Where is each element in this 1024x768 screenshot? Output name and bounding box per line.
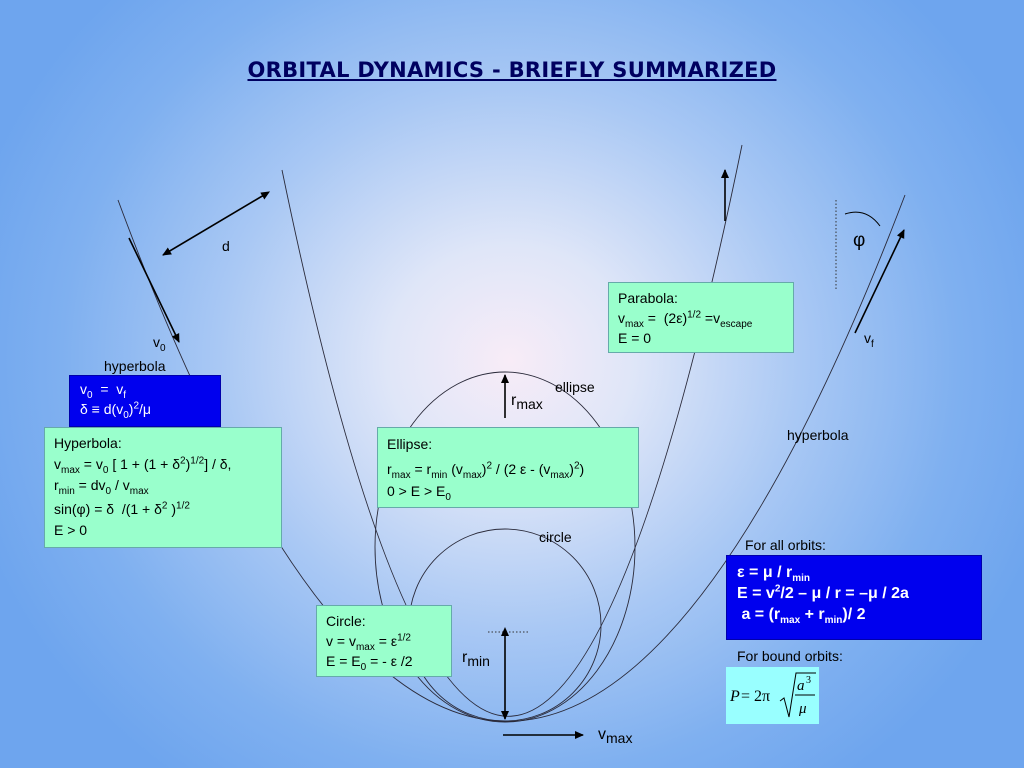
hyperbola-left-label: hyperbola (104, 358, 166, 374)
sqrt-sign (779, 672, 816, 718)
ellipse-curve (374, 371, 636, 723)
vmax-label: vmax (598, 726, 633, 747)
all-orbits-epsilon-line: ε = μ / rmin (737, 564, 810, 585)
ellipse-label: ellipse (555, 379, 595, 395)
period-symbol: P (729, 688, 740, 705)
ellipse-box: Ellipse: rmax = rmin (vmax)2 / (2 ε - (v… (377, 427, 639, 508)
hyperbola-sin-line: sin(φ) = δ /(1 + δ2 )1/2 (54, 500, 190, 517)
slide-title: ORBITAL DYNAMICS - BRIEFLY SUMMARIZED (247, 58, 777, 82)
all-orbits-semimajor-line: a = (rmax + rmin)/ 2 (737, 606, 866, 627)
parabola-energy-line: E = 0 (618, 330, 652, 346)
v0-arrow (128, 237, 180, 343)
period-numerator-exponent: 3 (806, 675, 811, 686)
hyperbola-vmax-line: vmax = v0 [ 1 + (1 + δ2)1/2] / δ, (54, 455, 232, 476)
parabola-vmax-line: vmax = (2ε)1/2 =vescape (618, 309, 753, 330)
ellipse-heading: Ellipse: (387, 436, 433, 452)
hyperbola-energy-line: E > 0 (54, 522, 88, 538)
circle-box: Circle: v = vmax = ε1/2 E = E0 = - ε /2 (316, 605, 452, 677)
parabola-box: Parabola: vmax = (2ε)1/2 =vescape E = 0 (608, 282, 794, 353)
hyperbola-rmin-line: rmin = dv0 / vmax (54, 477, 149, 497)
parabola-heading: Parabola: (618, 290, 678, 306)
hyperbola-box: Hyperbola: vmax = v0 [ 1 + (1 + δ2)1/2] … (44, 427, 282, 548)
circle-heading: Circle: (326, 613, 366, 629)
for-all-orbits-label: For all orbits: (745, 537, 826, 553)
for-bound-orbits-label: For bound orbits: (737, 648, 843, 664)
hyperbola-right-label: hyperbola (787, 427, 849, 443)
all-orbits-energy-line: E = v2/2 – μ / r = –μ / 2a (737, 583, 909, 602)
v0-vf-line2: δ ≡ d(v0)2/μ (80, 400, 151, 421)
period-formula-box: P = 2π a 3 μ (726, 667, 819, 724)
period-equals: = 2π (741, 688, 770, 705)
period-formula: P = 2π a 3 μ (729, 672, 816, 718)
v0-vf-line1: v0 = vf (80, 381, 127, 401)
ellipse-energy-line: 0 > E > E0 (387, 483, 451, 503)
period-numerator: a (797, 678, 805, 694)
circle-label: circle (539, 529, 572, 545)
ellipse-rmax-line: rmax = rmin (vmax)2 / (2 ε - (vmax)2) (387, 460, 585, 481)
vf-arrow (854, 229, 905, 334)
circle-energy-line: E = E0 = - ε /2 (326, 653, 413, 673)
rmax-label: rmax (511, 392, 543, 413)
d-label: d (222, 238, 230, 254)
all-orbits-box: ε = μ / rmin E = v2/2 – μ / r = –μ / 2a … (726, 555, 982, 640)
phi-arc (844, 211, 881, 227)
vf-label: vf (864, 330, 874, 350)
phi-label: φ (853, 230, 866, 251)
rmin-label: rmin (462, 649, 490, 670)
period-denominator: μ (798, 701, 807, 717)
v0-vf-box: v0 = vf δ ≡ d(v0)2/μ (69, 375, 221, 427)
hyperbola-heading: Hyperbola: (54, 435, 122, 451)
circle-velocity-line: v = vmax = ε1/2 (326, 632, 411, 653)
d-arrow (162, 191, 271, 256)
v0-label: v0 (153, 334, 166, 354)
parabola-curve (281, 144, 743, 717)
